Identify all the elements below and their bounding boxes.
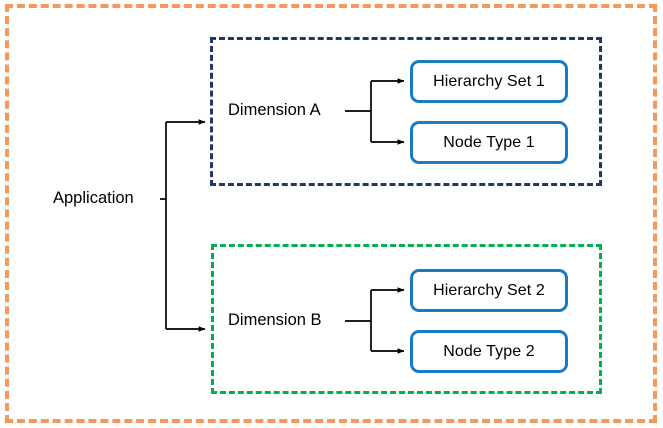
node-node-type-1[interactable]: Node Type 1 bbox=[410, 121, 568, 164]
node-hierarchy-set-1[interactable]: Hierarchy Set 1 bbox=[410, 60, 568, 103]
dimension-a-container-outline bbox=[210, 37, 602, 186]
application-label: Application bbox=[53, 189, 134, 207]
node-hierarchy-set-2[interactable]: Hierarchy Set 2 bbox=[410, 269, 568, 312]
dimension-b-container-outline bbox=[211, 244, 602, 394]
dimension-b-label: Dimension B bbox=[228, 311, 322, 329]
dimension-a-label: Dimension A bbox=[228, 101, 321, 119]
node-node-type-2[interactable]: Node Type 2 bbox=[410, 330, 568, 373]
application-container-outline bbox=[5, 4, 657, 423]
